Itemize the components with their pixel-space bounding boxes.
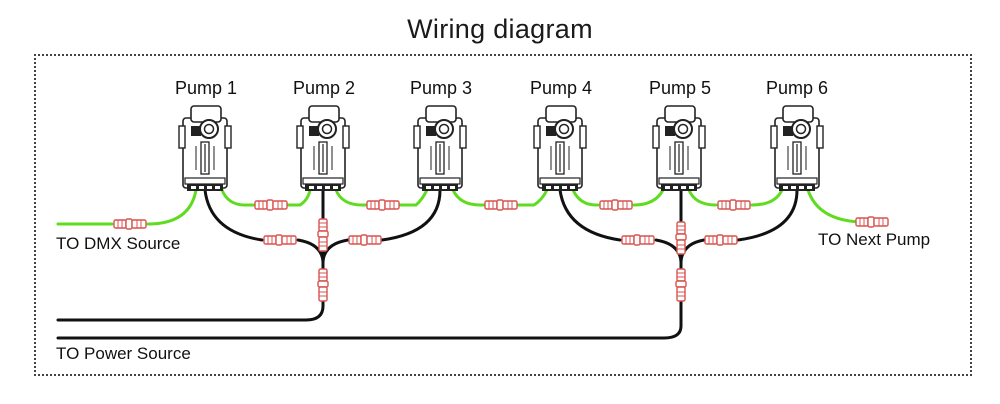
power-trunk-connector-right (675, 268, 687, 302)
data-connector-1-2 (254, 199, 288, 211)
pump-4-label: Pump 4 (529, 78, 593, 98)
pump-6-label: Pump 6 (765, 78, 829, 98)
data-connector-5-6 (717, 199, 751, 211)
pump-3-unit (413, 105, 467, 192)
power-cable-right-group (56, 188, 799, 340)
dmx-source-label: TO DMX Source (56, 234, 181, 253)
data-connector-3-4 (484, 199, 518, 211)
power-connector-pump-3 (348, 234, 382, 246)
data-connector-4-5 (599, 199, 633, 211)
diagram-frame (34, 54, 972, 376)
dmx-data-cable (56, 188, 862, 226)
pump-1-label: Pump 1 (174, 78, 238, 98)
pump-1-unit (178, 105, 232, 192)
power-connector-pump-1 (263, 234, 297, 246)
power-source-label: TO Power Source (56, 344, 191, 363)
pump-3-label: Pump 3 (409, 78, 473, 98)
next-pump-connector (855, 216, 889, 228)
power-connector-pump-5 (675, 221, 687, 255)
pump-2-label: Pump 2 (292, 78, 356, 98)
diagram-title: Wiring diagram (407, 14, 593, 44)
power-connector-pump-2 (317, 218, 329, 252)
power-connector-pump-6 (704, 234, 738, 246)
power-connector-pump-4 (621, 234, 655, 246)
power-cable-left-group (56, 188, 442, 322)
data-connector-2-3 (366, 199, 400, 211)
pump-5-unit (652, 105, 706, 192)
next-pump-label: TO Next Pump (818, 230, 931, 249)
dmx-input-connector (113, 218, 147, 230)
pump-5-label: Pump 5 (648, 78, 712, 98)
pump-6-unit (770, 105, 824, 192)
pump-2-unit (296, 105, 350, 192)
power-trunk-connector-left (317, 268, 329, 302)
pump-4-unit (533, 105, 587, 192)
